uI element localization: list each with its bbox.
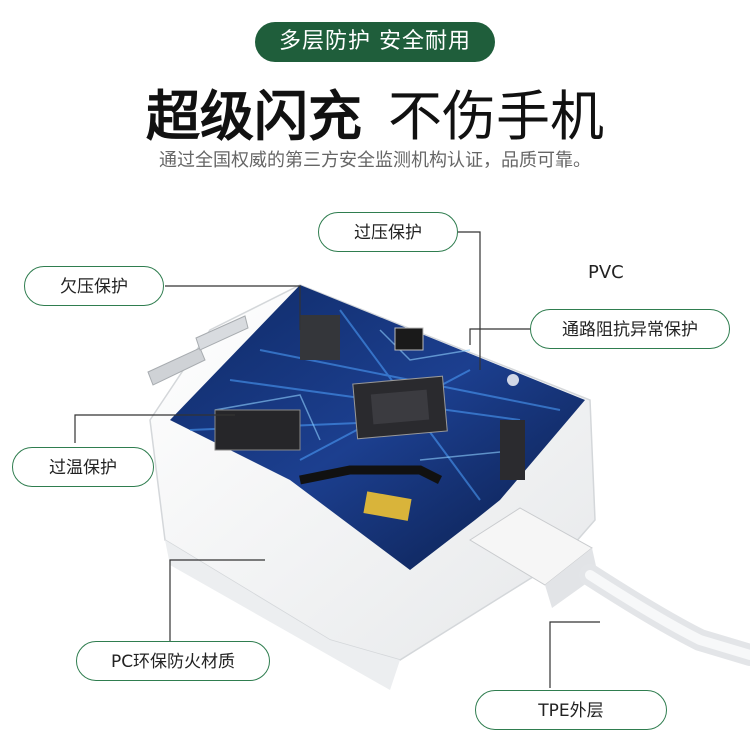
certification-note: 通过全国权威的第三方安全监测机构认证，品质可靠。 — [159, 150, 591, 171]
usb-plug — [469, 507, 598, 608]
short-circuit-protection-label: 通路阻抗异常保护 — [530, 309, 730, 349]
circuit-board-panel — [170, 285, 585, 570]
pvc-label: PVC — [588, 262, 624, 283]
headline: 超级闪充不伤手机 — [0, 72, 750, 151]
overtemperature-protection-label: 过温保护 — [12, 447, 154, 487]
callout-leaders — [74, 231, 600, 688]
headline-bold: 超级闪充 — [146, 85, 362, 148]
feature-badge: 多层防护 安全耐用 — [255, 22, 495, 62]
plug-prongs — [147, 315, 249, 386]
overvoltage-protection-label: 过压保护 — [318, 212, 458, 252]
headline-light: 不伤手机 — [388, 85, 604, 148]
pc-fireproof-material-label: PC环保防火材质 — [76, 641, 270, 681]
tpe-outer-layer-label: TPE外层 — [475, 690, 667, 730]
undervoltage-protection-label: 欠压保护 — [24, 266, 164, 306]
